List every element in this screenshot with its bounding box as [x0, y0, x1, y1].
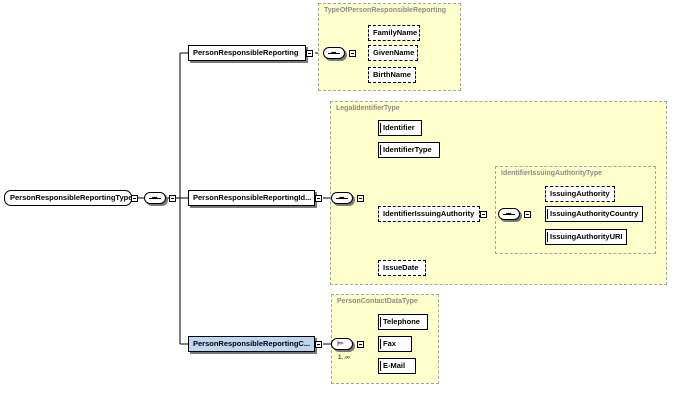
- branch3-choice-expander[interactable]: [357, 341, 364, 348]
- sequence-dots-icon: •••: [506, 212, 511, 218]
- issuing-authority-expander[interactable]: [480, 211, 487, 218]
- element-fax[interactable]: Fax: [378, 336, 412, 352]
- branch1-sequence-icon: •••: [323, 47, 345, 59]
- branch2-sequence-icon: •••: [331, 192, 353, 204]
- element-person-responsible-reporting-contact[interactable]: PersonResponsibleReportingC...: [188, 336, 315, 352]
- element-birth-name[interactable]: BirthName: [368, 67, 416, 83]
- root-sequence-icon: •••: [144, 192, 166, 204]
- branch3-choice-icon: ⊨: [331, 338, 353, 350]
- root-expander[interactable]: [131, 195, 138, 202]
- sequence-dots-icon: •••: [152, 196, 157, 202]
- sequence-dots-icon: •••: [331, 51, 336, 57]
- nested-seq-expander[interactable]: [524, 211, 531, 218]
- sequence-dots-icon: •••: [339, 196, 344, 202]
- choice-multiplicity: 1..∞: [338, 354, 350, 361]
- element-issuing-authority-uri[interactable]: IssuingAuthorityURI: [545, 229, 627, 245]
- sequence-expander[interactable]: [169, 195, 176, 202]
- root-element[interactable]: PersonResponsibleReportingType: [4, 190, 132, 206]
- choice-symbol-icon: ⊨: [337, 339, 344, 348]
- type-group-title: PersonContactDataType: [337, 298, 418, 305]
- type-group-title: IdentifierIssuingAuthorityType: [501, 170, 602, 177]
- element-identifier[interactable]: Identifier: [378, 120, 422, 136]
- element-issuing-authority[interactable]: IssuingAuthority: [545, 186, 615, 202]
- type-group-title: LegalIdentifierType: [336, 105, 400, 112]
- element-given-name[interactable]: GivenName: [368, 45, 418, 61]
- branch2-expander[interactable]: [315, 195, 322, 202]
- element-identifier-issuing-authority[interactable]: IdentifierIssuingAuthority: [378, 206, 480, 222]
- element-issuing-authority-country[interactable]: IssuingAuthorityCountry: [545, 206, 643, 222]
- element-family-name[interactable]: FamilyName: [368, 25, 420, 41]
- type-group-title: TypeOfPersonResponsibleReporting: [324, 7, 446, 14]
- element-person-responsible-reporting-id[interactable]: PersonResponsibleReportingId...: [188, 190, 315, 206]
- element-telephone[interactable]: Telephone: [378, 314, 428, 330]
- element-issue-date[interactable]: IssueDate: [378, 260, 426, 276]
- branch1-expander[interactable]: [306, 50, 313, 57]
- branch1-seq-expander[interactable]: [349, 50, 356, 57]
- element-e-mail[interactable]: E-Mail: [378, 358, 416, 374]
- branch3-expander[interactable]: [315, 341, 322, 348]
- element-identifier-type[interactable]: IdentifierType: [378, 142, 440, 158]
- element-person-responsible-reporting[interactable]: PersonResponsibleReporting: [188, 45, 306, 61]
- nested-sequence-icon: •••: [498, 208, 520, 220]
- branch2-seq-expander[interactable]: [357, 195, 364, 202]
